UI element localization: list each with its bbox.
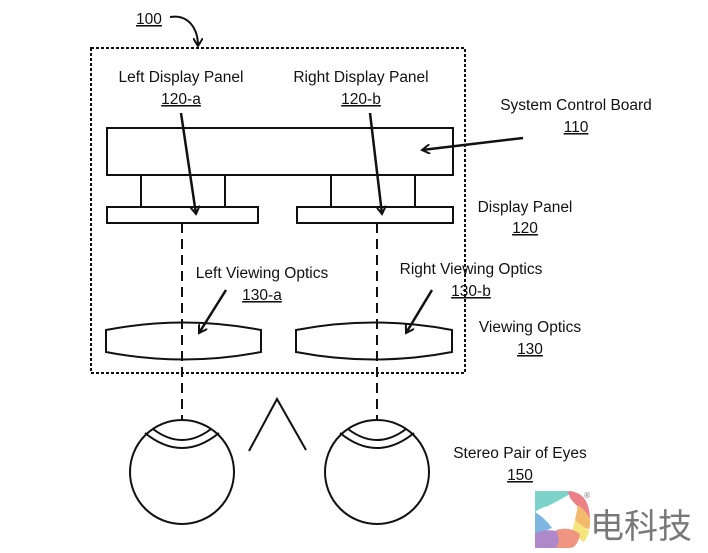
right-eye-cornea-outer xyxy=(339,432,415,449)
right-display-panel-ref: 120-b xyxy=(341,91,381,108)
left-display-panel-label: Left Display Panel xyxy=(119,69,244,86)
left-eye xyxy=(129,419,235,525)
viewing-optics-ref: 130 xyxy=(517,341,543,358)
watermark-text: 电科技 xyxy=(590,507,692,547)
system-control-board-ref: 110 xyxy=(564,119,589,136)
right-eyeball xyxy=(324,419,430,525)
right-eye-cornea-inner xyxy=(347,428,407,441)
system-boundary xyxy=(90,47,466,374)
display-panel-ref: 120 xyxy=(512,220,538,237)
left-eyeball xyxy=(129,419,235,525)
right-viewing-optics-leader xyxy=(406,289,434,333)
nose-outline xyxy=(248,396,307,452)
left-eye-cornea-inner xyxy=(152,428,212,441)
left-display-panel-ref: 120-a xyxy=(161,91,201,108)
right-eye xyxy=(324,419,430,525)
system-control-board-leader xyxy=(422,136,524,150)
right-viewing-optics-ref: 130-b xyxy=(451,283,491,300)
stereo-eyes-label: Stereo Pair of Eyes xyxy=(453,445,587,462)
viewing-optics-label: Viewing Optics xyxy=(479,319,581,336)
right-viewing-optics-lens xyxy=(295,321,453,361)
stereo-eyes-ref: 150 xyxy=(507,467,533,484)
right-viewing-optics-label: Right Viewing Optics xyxy=(400,261,543,278)
right-panel-mount xyxy=(330,174,416,208)
system-control-board-label: System Control Board xyxy=(500,97,652,114)
system-control-board xyxy=(106,127,454,176)
watermark: ® 电科技 xyxy=(535,491,692,548)
right-display-panel-label: Right Display Panel xyxy=(293,69,428,86)
right-display-panel-leader xyxy=(368,112,382,214)
watermark-registered-mark: ® xyxy=(583,491,591,500)
left-eye-cornea-outer xyxy=(144,432,220,449)
left-display-panel-leader xyxy=(179,112,196,214)
left-panel-mount xyxy=(140,174,226,208)
left-display-panel xyxy=(106,206,259,224)
left-viewing-optics-lens xyxy=(105,321,262,361)
right-display-panel xyxy=(296,206,454,224)
watermark-logo-icon xyxy=(535,491,590,548)
system-ref-group: 100 xyxy=(136,11,198,46)
display-panel-label: Display Panel xyxy=(478,199,573,216)
system-ref-label: 100 xyxy=(136,11,162,28)
system-ref-arrow xyxy=(169,15,198,46)
left-viewing-optics-ref: 130-a xyxy=(242,287,282,304)
left-viewing-optics-label: Left Viewing Optics xyxy=(196,265,329,282)
left-viewing-optics-leader xyxy=(197,289,228,333)
